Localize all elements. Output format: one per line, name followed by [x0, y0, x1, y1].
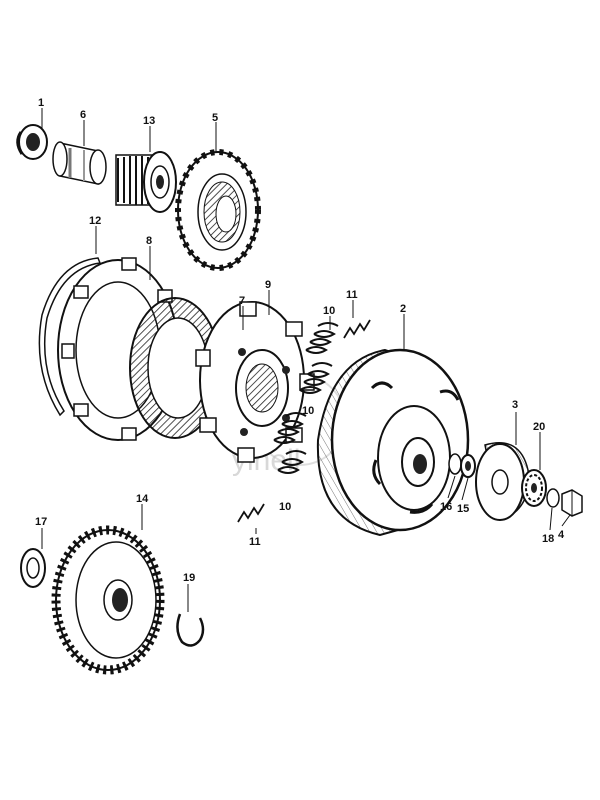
- part-19-circlip: [176, 613, 205, 647]
- callout-9: 9: [265, 279, 271, 291]
- callout-14: 14: [136, 493, 149, 505]
- part-6-sleeve: [52, 141, 107, 185]
- callout-2: 2: [400, 303, 406, 315]
- callout-11-top: 11: [346, 289, 358, 301]
- callout-8: 8: [146, 235, 152, 247]
- part-5-ring-gear: [175, 149, 261, 271]
- part-13-pinion-gear: [115, 151, 177, 213]
- callout-15: 15: [457, 503, 469, 515]
- callout-11-bottom: 11: [249, 536, 261, 548]
- callout-3: 3: [512, 399, 518, 411]
- callout-1: 1: [38, 97, 44, 109]
- callout-6: 6: [80, 109, 86, 121]
- part-2-clutch-drum: [316, 348, 470, 537]
- callout-5: 5: [212, 112, 218, 124]
- callouts: 1 6 13 5 12 8 7 9 11 10 2 10 10 11 3 20 …: [35, 97, 565, 584]
- part-14-primary-gear: [51, 525, 165, 675]
- callout-12: 12: [89, 215, 101, 227]
- callout-19: 19: [183, 572, 195, 584]
- part-1-washer: [16, 124, 48, 160]
- part-16-washer: [448, 453, 462, 475]
- part-18-washer: [546, 488, 560, 508]
- part-10-springs: [273, 322, 339, 474]
- part-20-bearing: [521, 469, 547, 507]
- callout-18: 18: [542, 533, 554, 545]
- part-9-clutch-hub: [195, 301, 315, 463]
- callout-17: 17: [35, 516, 47, 528]
- part-4-nut: [561, 489, 583, 517]
- callout-13: 13: [143, 115, 155, 127]
- part-17-washer: [20, 548, 46, 588]
- part-11-small-springs: [237, 319, 371, 523]
- callout-7: 7: [239, 295, 245, 307]
- leader-lines: [41, 108, 571, 612]
- callout-10-top: 10: [323, 305, 335, 317]
- part-15-collar: [460, 454, 476, 478]
- part-7-friction-disc: [129, 297, 221, 439]
- part-12-snap-ring: [38, 257, 102, 417]
- callout-10-mid: 10: [302, 405, 314, 417]
- part-3-bearing-cover: [475, 442, 530, 521]
- callout-4: 4: [558, 529, 565, 541]
- callout-10-bottom: 10: [279, 501, 291, 513]
- callout-16: 16: [440, 501, 452, 513]
- callout-20: 20: [533, 421, 545, 433]
